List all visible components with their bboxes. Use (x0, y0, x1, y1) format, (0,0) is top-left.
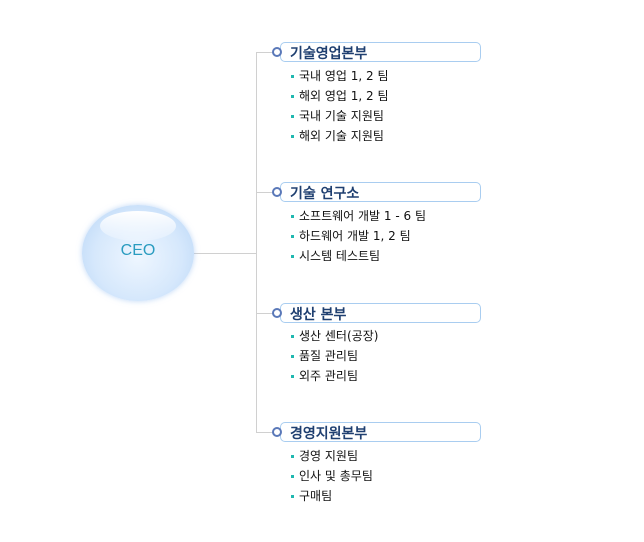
bullet-icon (291, 355, 294, 358)
bullet-icon (291, 235, 294, 238)
list-item[interactable]: 해외 영업 1, 2 팀 (291, 87, 389, 107)
item-label: 경영 지원팀 (299, 449, 359, 463)
gloss (100, 211, 176, 241)
connector-root (193, 253, 256, 254)
bullet-icon (291, 375, 294, 378)
list-item[interactable]: 경영 지원팀 (291, 447, 358, 467)
list-item[interactable]: 외주 관리팀 (291, 367, 358, 387)
item-label: 소프트웨어 개발 1 - 6 팀 (299, 209, 426, 223)
bullet-icon (291, 495, 294, 498)
list-item[interactable]: 생산 센터(공장) (291, 327, 378, 347)
connector-branch (256, 52, 276, 53)
list-item[interactable]: 인사 및 총무팀 (291, 467, 373, 487)
list-item[interactable]: 품질 관리팀 (291, 347, 358, 367)
connector-branch (256, 192, 276, 193)
bullet-icon (291, 455, 294, 458)
list-item[interactable]: 하드웨어 개발 1, 2 팀 (291, 227, 411, 247)
circle-icon (272, 427, 282, 437)
list-item[interactable]: 국내 영업 1, 2 팀 (291, 67, 389, 87)
item-label: 국내 영업 1, 2 팀 (299, 69, 389, 83)
item-label: 구매팀 (299, 489, 333, 503)
branch-sales[interactable]: 기술영업본부 (272, 42, 481, 62)
item-label: 시스템 테스트팀 (299, 249, 381, 263)
connector-trunk (256, 52, 257, 433)
ceo-label: CEO (120, 242, 156, 259)
list-item[interactable]: 국내 기술 지원팀 (291, 107, 384, 127)
bullet-icon (291, 75, 294, 78)
branch-title: 경영지원본부 (290, 426, 368, 442)
branch-title: 생산 본부 (290, 307, 347, 323)
branch-production[interactable]: 생산 본부 (272, 303, 481, 323)
item-label: 품질 관리팀 (299, 349, 359, 363)
item-label: 하드웨어 개발 1, 2 팀 (299, 229, 411, 243)
branch-title: 기술 연구소 (290, 186, 360, 202)
ceo-node[interactable]: CEO (82, 205, 194, 301)
list-item[interactable]: 구매팀 (291, 487, 332, 507)
connector-branch (256, 432, 276, 433)
branch-title: 기술영업본부 (290, 46, 368, 62)
circle-icon (272, 47, 282, 57)
branch-research[interactable]: 기술 연구소 (272, 182, 481, 202)
bullet-icon (291, 335, 294, 338)
item-label: 인사 및 총무팀 (299, 469, 373, 483)
item-label: 외주 관리팀 (299, 369, 359, 383)
item-label: 국내 기술 지원팀 (299, 109, 384, 123)
bullet-icon (291, 95, 294, 98)
bullet-icon (291, 135, 294, 138)
bullet-icon (291, 215, 294, 218)
circle-icon (272, 308, 282, 318)
item-label: 해외 영업 1, 2 팀 (299, 89, 389, 103)
bullet-icon (291, 255, 294, 258)
list-item[interactable]: 해외 기술 지원팀 (291, 127, 384, 147)
list-item[interactable]: 시스템 테스트팀 (291, 247, 380, 267)
circle-icon (272, 187, 282, 197)
bullet-icon (291, 475, 294, 478)
item-label: 생산 센터(공장) (299, 329, 379, 343)
branch-management[interactable]: 경영지원본부 (272, 422, 481, 442)
bullet-icon (291, 115, 294, 118)
connector-branch (256, 313, 276, 314)
list-item[interactable]: 소프트웨어 개발 1 - 6 팀 (291, 207, 426, 227)
item-label: 해외 기술 지원팀 (299, 129, 384, 143)
